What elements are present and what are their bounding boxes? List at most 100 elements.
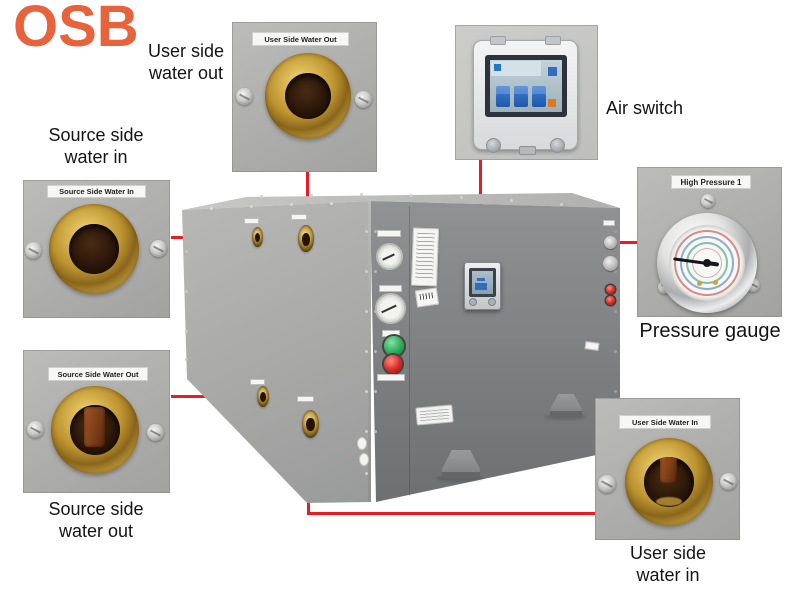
label-line: water in (636, 564, 700, 585)
indicator-chip (494, 64, 501, 71)
label-line: Pressure gauge (639, 320, 781, 342)
gauge-label-sticker (379, 285, 402, 292)
photo-label: User Side Water Out (252, 32, 349, 46)
cover-knob (486, 138, 501, 153)
dial-scale-green (686, 242, 728, 284)
cover-knob (550, 138, 565, 153)
oval-sticker (359, 453, 369, 466)
panel-screw (598, 475, 616, 493)
user-water-out-port (298, 225, 314, 252)
breaker-enclosure (473, 36, 578, 155)
label-line: Source side (48, 499, 144, 519)
breaker-switch (514, 86, 528, 107)
brass-port-ring (625, 438, 713, 526)
copper-pipe (660, 457, 677, 483)
port-hole (70, 405, 120, 455)
breaker-window (485, 55, 567, 117)
unit-air-switch-box (464, 262, 501, 310)
edge-label-sticker (603, 220, 615, 226)
pressure-gauge-bezel (657, 213, 757, 313)
green-start-button (384, 336, 404, 356)
brass-port-ring (265, 53, 351, 139)
hinge (490, 36, 506, 45)
red-stop-button (384, 355, 402, 373)
photo-label: Source Side Water Out (48, 367, 148, 381)
inner-panel (491, 61, 541, 76)
inset-source-side-water-out: Source Side Water Out (23, 350, 170, 493)
gauge-port-dot (713, 280, 718, 285)
breaker-switch (532, 86, 546, 107)
port-hole (644, 457, 694, 507)
dial-scale-blue (680, 236, 734, 290)
gauge-label-sticker (377, 230, 401, 237)
label-line: water out (148, 62, 224, 83)
unit-rivets (180, 190, 183, 193)
inset-source-side-water-in: Source Side Water In (23, 180, 170, 318)
heat-pump-unit-photo (180, 190, 622, 512)
latch-knob (469, 298, 477, 306)
latch-knob (488, 298, 496, 306)
port-label-sticker (291, 214, 307, 220)
unit-foot-shadow (436, 475, 484, 482)
gauge-port-dot (697, 281, 702, 286)
brass-port-ring (51, 386, 139, 474)
inset-pressure-gauge: High Pressure 1 (637, 167, 782, 317)
port-label-sticker (297, 396, 314, 402)
barcode-sticker (414, 287, 440, 308)
gauge-pivot (703, 259, 711, 267)
label-line: User side (629, 543, 707, 563)
unit-corner-seam (368, 201, 371, 502)
unit-mounting-foot (550, 394, 582, 417)
high-pressure-gauge-small (604, 236, 617, 249)
air-switch-window (469, 268, 496, 297)
unit-foot-shadow (544, 414, 586, 420)
orange-indicator (548, 99, 556, 107)
gauge-dial (669, 225, 745, 301)
label-air-switch: Air switch (606, 98, 716, 120)
brass-port-ring (49, 204, 139, 294)
port-hole (285, 73, 331, 119)
panel-screw (147, 424, 164, 441)
source-water-in-port (252, 227, 263, 247)
panel-screw (25, 242, 42, 259)
reset-button (606, 296, 615, 305)
inset-air-switch (455, 25, 598, 160)
reset-button (606, 285, 615, 294)
gauge-mount-tab (701, 194, 715, 208)
callout-line-pressure-gauge (613, 241, 639, 244)
label-source-side-water-out: Source side water out (33, 499, 159, 542)
cover-tab (519, 146, 536, 155)
label-line: Air switch (606, 98, 684, 118)
photo-label: Source Side Water In (47, 185, 146, 198)
inset-user-side-water-in: User Side Water In (595, 398, 740, 540)
callout-line-user-side-water-in-horizontal (307, 512, 597, 515)
label-line: water out (58, 520, 134, 541)
button-label-sticker (377, 374, 405, 381)
label-user-side-water-out: User side water out (136, 41, 236, 84)
breaker-handles (475, 283, 487, 290)
brass-glint (656, 497, 682, 506)
label-line: Source side (48, 125, 144, 145)
label-line: User side (147, 41, 225, 61)
source-water-out-port (257, 386, 269, 407)
panel-screw (150, 240, 167, 257)
label-source-side-water-in: Source side water in (33, 125, 159, 168)
photo-label: High Pressure 1 (671, 175, 751, 189)
inset-user-side-water-out: User Side Water Out (232, 22, 377, 172)
unit-panel-seam (409, 206, 410, 496)
unit-gauge-top (376, 243, 403, 270)
panel-screw (27, 421, 44, 438)
port-hole (69, 224, 119, 274)
blue-indicator (548, 67, 557, 76)
hinge (545, 36, 561, 45)
brand-logo: OSB (13, 0, 139, 59)
spec-sticker (410, 227, 440, 287)
panel-screw (720, 473, 737, 490)
breaker-switch (496, 86, 510, 107)
label-pressure-gauge: Pressure gauge (630, 319, 790, 343)
low-pressure-gauge-small (603, 256, 618, 271)
oval-sticker (357, 437, 367, 450)
copper-pipe (84, 407, 105, 447)
dial-scale-red (674, 230, 740, 296)
